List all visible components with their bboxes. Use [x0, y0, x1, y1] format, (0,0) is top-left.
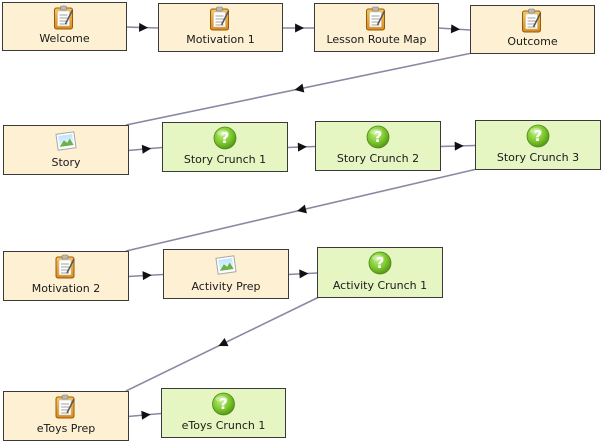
edge-story-crunch-3-to-motivation-2 [125, 168, 478, 252]
node-label: eToys Prep [37, 422, 96, 435]
node-label: eToys Crunch 1 [182, 419, 266, 432]
arrowhead [297, 142, 307, 152]
edge-etoys-prep-to-etoys-crunch-1 [127, 410, 162, 420]
arrowhead [299, 269, 309, 279]
node-etoys-crunch-1[interactable]: ? eToys Crunch 1 [161, 388, 286, 438]
node-label: Story Crunch 1 [184, 153, 266, 166]
node-motivation-2[interactable]: Motivation 2 [3, 251, 129, 301]
node-story-crunch-1[interactable]: ? Story Crunch 1 [162, 122, 288, 172]
question-icon: ? [213, 126, 237, 150]
notepad-icon [522, 8, 542, 33]
arrowhead [295, 23, 305, 33]
edge-motivation-2-to-activity-prep [127, 271, 164, 281]
svg-text:?: ? [219, 395, 228, 413]
node-label: Story Crunch 3 [497, 151, 579, 164]
edge-story-crunch-2-to-story-crunch-3 [439, 141, 476, 151]
node-lesson-route-map[interactable]: Lesson Route Map [314, 3, 439, 52]
edge-outcome-to-story [125, 52, 473, 126]
node-label: Lesson Route Map [326, 33, 426, 46]
notepad-icon [54, 5, 74, 30]
edge-story-to-story-crunch-1 [127, 144, 163, 154]
question-icon: ? [366, 125, 390, 149]
image-icon [215, 255, 237, 275]
node-activity-prep[interactable]: Activity Prep [163, 249, 289, 299]
node-label: Activity Prep [191, 280, 260, 293]
notepad-icon [55, 254, 75, 279]
arrowhead [297, 204, 307, 214]
svg-text:?: ? [374, 128, 383, 146]
node-story-crunch-2[interactable]: ? Story Crunch 2 [315, 121, 441, 171]
arrowhead [450, 24, 461, 34]
question-icon: ? [212, 392, 235, 416]
arrowhead [294, 83, 305, 93]
node-label: Welcome [39, 32, 90, 45]
node-label: Story [51, 156, 81, 169]
node-label: Motivation 1 [186, 33, 254, 46]
edge-welcome-to-motivation-1 [125, 22, 159, 32]
node-story[interactable]: Story [3, 125, 129, 175]
node-label: Outcome [507, 35, 557, 48]
edge-story-crunch-1-to-story-crunch-2 [286, 142, 316, 152]
node-motivation-1[interactable]: Motivation 1 [158, 3, 283, 52]
image-icon [55, 131, 77, 151]
notepad-icon [210, 6, 230, 31]
nodes-layer: Welcome Motivation 1 Lesson Route Map Outco… [2, 2, 601, 441]
arrowhead [141, 410, 151, 420]
node-outcome[interactable]: Outcome [470, 5, 595, 54]
node-story-crunch-3[interactable]: ? Story Crunch 3 [475, 120, 601, 170]
arrowhead [454, 141, 464, 151]
node-welcome[interactable]: Welcome [2, 2, 127, 51]
node-label: Story Crunch 2 [337, 152, 419, 165]
edge-activity-crunch-1-to-etoys-prep [125, 296, 320, 392]
arrowhead [138, 22, 149, 32]
arrowhead [142, 271, 152, 281]
arrowhead [141, 144, 152, 154]
question-icon: ? [368, 251, 392, 275]
node-etoys-prep[interactable]: eToys Prep [3, 391, 129, 441]
svg-text:?: ? [534, 127, 543, 145]
question-icon: ? [526, 124, 550, 148]
node-label: Activity Crunch 1 [333, 279, 427, 292]
notepad-icon [366, 6, 386, 31]
arrowhead [218, 337, 229, 347]
node-activity-crunch-1[interactable]: ? Activity Crunch 1 [317, 247, 443, 298]
edge-lesson-route-map-to-outcome [437, 24, 471, 34]
edges-layer [125, 22, 478, 420]
svg-text:?: ? [376, 254, 385, 272]
svg-text:?: ? [221, 129, 230, 147]
node-label: Motivation 2 [32, 282, 100, 295]
notepad-icon [55, 394, 75, 419]
edge-activity-prep-to-activity-crunch-1 [287, 269, 318, 279]
edge-motivation-1-to-lesson-route-map [282, 23, 314, 33]
